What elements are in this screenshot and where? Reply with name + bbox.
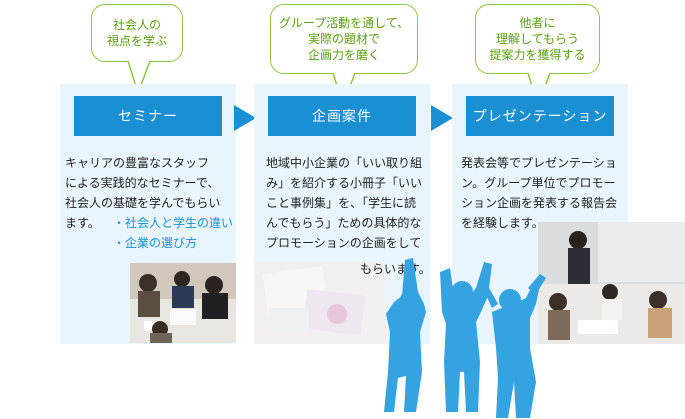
presentation-description: 発表会等でプレゼンテーショ ン。グループ単位でプロモー ション企画を発表する報告… [461, 156, 618, 230]
seminar-stage-label: セミナー [74, 96, 222, 136]
cheering-people-silhouette [384, 258, 546, 418]
presentation-goal-bubble: 他者に 理解してもらう 提案力を獲得する [475, 4, 600, 108]
planning-stage-label: 企画案件 [268, 96, 416, 136]
presentation-goal-text: 他者に 理解してもらう 提案力を獲得する [489, 16, 586, 62]
bubble-tail [127, 58, 151, 96]
planning-photo [255, 262, 385, 344]
seminar-goal-text: 社会人の 視点を学ぶ [106, 18, 167, 48]
seminar-goal-bubble: 社会人の 視点を学ぶ [91, 4, 183, 96]
planning-goal-text: グループ活動を通して、 実際の題材で 企画力を磨く [278, 16, 410, 62]
presentation-stage-label: プレゼンテーション [466, 96, 614, 136]
planning-goal-bubble: グループ活動を通して、 実際の題材で 企画力を磨く [270, 4, 418, 108]
bubble-tail [527, 70, 551, 108]
seminar-photo-image [130, 263, 236, 343]
planning-photo-image [255, 262, 385, 344]
presentation-photo [538, 222, 685, 344]
planning-description: 地域中小企業の「いい取り組 み」を紹介する小冊子「いい こと事例集」を、「学生に… [266, 156, 423, 250]
seminar-bullet-1: ・社会人と学生の違い [113, 216, 234, 230]
bubble-tail [332, 70, 356, 108]
flow-arrow-1 [234, 105, 256, 131]
presentation-photo-image [538, 222, 685, 344]
seminar-photo [130, 263, 236, 343]
seminar-bullet-2: ・企業の選び方 [113, 236, 198, 250]
flow-arrow-2 [431, 105, 453, 131]
seminar-description: キャリアの豊富なスタッフ による実践的なセミナーで、 社会人の基礎を学んでもらい… [65, 156, 221, 230]
